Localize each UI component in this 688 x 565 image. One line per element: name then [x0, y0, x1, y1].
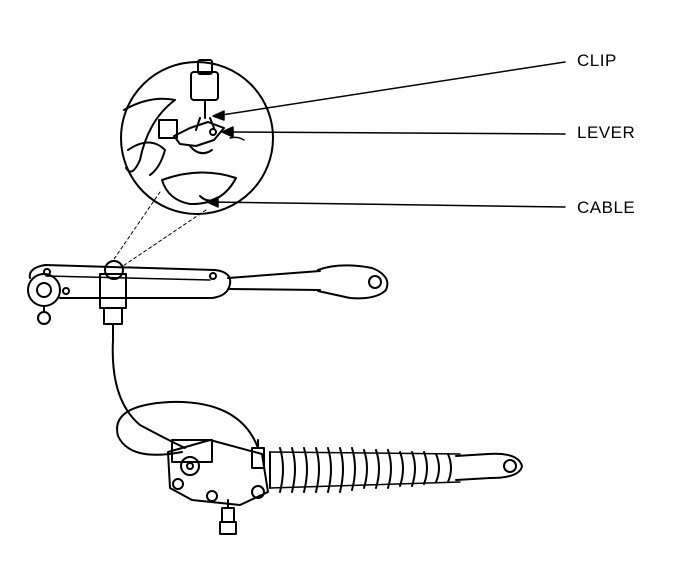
lower-housing-cap: [171, 439, 213, 463]
upper-pivot-bolt: [36, 282, 52, 298]
lower-stud: [221, 507, 235, 523]
lower-housing: [167, 439, 269, 506]
lever-arrowhead: [221, 126, 234, 138]
upper-lever-arm: [27, 260, 389, 341]
cable-leader-line: [209, 201, 566, 208]
detail-slot: [161, 171, 237, 206]
clip-label: CLIP: [577, 51, 617, 70]
upper-rod-eye-end: [317, 264, 389, 300]
lower-rivet-mid: [206, 490, 218, 502]
upper-arm-rivet: [209, 272, 217, 280]
lower-rivet-right: [251, 485, 265, 499]
upper-arm-body: [28, 264, 232, 299]
upper-pivot-rivet: [62, 287, 70, 295]
detail-lever: [173, 121, 225, 147]
detail-magnifier: [111, 59, 274, 269]
lower-pivot-bolt: [180, 456, 200, 476]
clip-arrowhead: [212, 110, 225, 121]
upper-cable-ferrule: [103, 307, 123, 325]
detail-housing-left: [123, 97, 176, 173]
upper-pivot-rivet-top: [43, 268, 51, 276]
detail-guide-right: [119, 209, 207, 269]
upper-rod-bottom: [227, 288, 321, 291]
upper-rod-top: [227, 270, 321, 279]
detail-housing-curve: [127, 141, 166, 176]
lower-rod-eye-hole: [503, 459, 517, 473]
upper-pivot-hub: [27, 273, 61, 307]
lower-rivet-left: [172, 478, 184, 490]
lower-stud-nut: [219, 521, 237, 535]
cable-loop: [111, 339, 259, 456]
cable-arrowhead: [206, 196, 219, 208]
detail-guide-left: [111, 191, 161, 263]
cable-loop-return: [116, 400, 259, 456]
lever-leader-line: [225, 131, 566, 135]
upper-arm-ridge: [45, 275, 211, 281]
cable-label: CABLE: [577, 198, 636, 217]
callout-lines: [206, 61, 566, 208]
upper-pivot-nut: [37, 311, 51, 325]
detail-circle: [120, 61, 274, 215]
spring-coils: [279, 447, 452, 493]
clip-leader-line: [214, 61, 566, 117]
spring-envelope: [269, 451, 461, 489]
lower-spring-mechanism: [167, 439, 523, 535]
upper-cable-clip: [104, 260, 124, 280]
cable-run-down: [111, 339, 186, 449]
detail-clip-cap: [197, 59, 213, 75]
lower-rod-eye-end: [455, 452, 523, 481]
detail-clip-block: [190, 71, 219, 101]
detail-lever-pin: [209, 128, 217, 136]
upper-rod-eye-hole: [368, 275, 382, 289]
lever-label: LEVER: [577, 123, 636, 142]
detail-tab: [158, 119, 178, 139]
detail-lever-hook: [189, 145, 213, 155]
lower-pivot-center: [186, 462, 194, 470]
detail-lever-shadow: [229, 136, 245, 141]
